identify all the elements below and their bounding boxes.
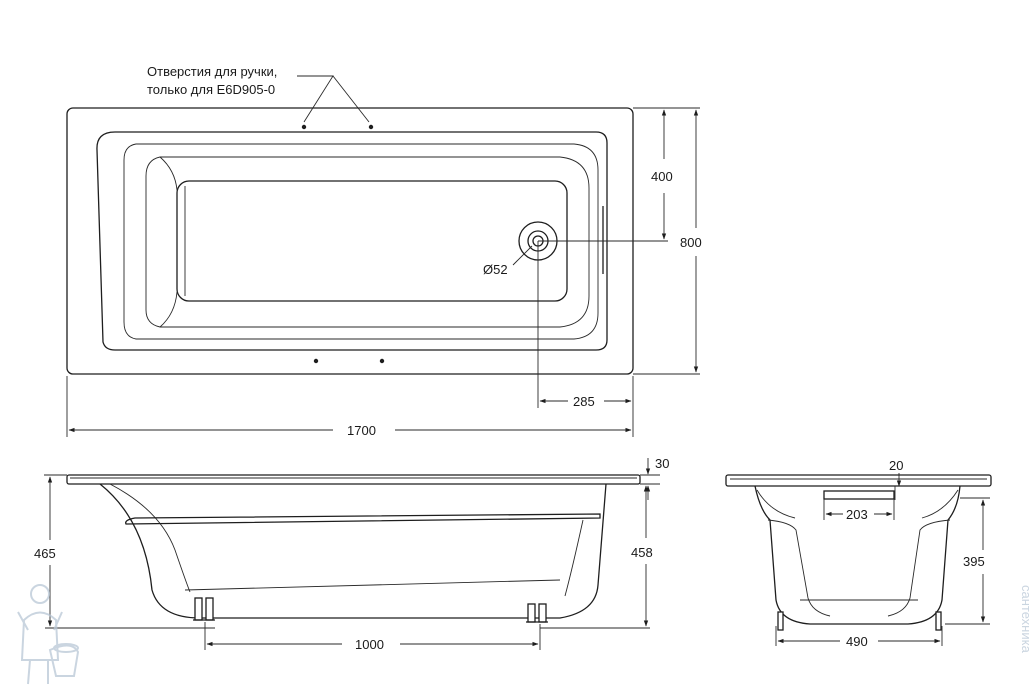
dim-285: 285	[573, 394, 595, 409]
side-view	[45, 474, 650, 629]
handle-hole	[368, 124, 374, 130]
dim-1000: 1000	[355, 637, 384, 652]
top-view-head-curve	[159, 156, 178, 328]
end-view-right-wall	[887, 519, 951, 617]
plumber-logo-icon	[17, 584, 80, 685]
dim-20: 20	[889, 458, 903, 473]
end-view-rim	[725, 474, 992, 487]
dim-490: 490	[846, 634, 868, 649]
end-view-bracket	[823, 490, 895, 500]
end-view-leg-right	[935, 611, 942, 631]
drain-diameter-leader	[512, 245, 533, 266]
end-view-top-curve-right	[921, 489, 959, 519]
end-view-left-wall	[767, 519, 831, 617]
top-view-inner-rim	[96, 131, 608, 351]
watermark: сантехника	[17, 584, 1034, 685]
end-view-dimensions: 20 203 395 490	[775, 458, 990, 649]
handle-hole	[313, 358, 319, 364]
dim-1700: 1700	[347, 423, 376, 438]
end-view-leg-left	[777, 611, 784, 631]
end-view-shell	[754, 485, 961, 625]
end-view	[725, 474, 992, 631]
side-view-foot-end	[564, 519, 584, 597]
top-view: Ø52 Отверстия для ручки, только для E6D9…	[66, 64, 668, 408]
annotation-line-1: Отверстия для ручки,	[147, 64, 277, 79]
dim-400: 400	[651, 169, 673, 184]
top-view-dimensions: 400 800 285 1700	[66, 107, 702, 438]
top-view-head-rest	[145, 156, 590, 328]
side-view-headrest-slope	[109, 483, 191, 593]
dim-465: 465	[34, 546, 56, 561]
dim-395: 395	[963, 554, 985, 569]
dim-30: 30	[655, 456, 669, 471]
annotation-leader	[297, 75, 334, 123]
top-view-armrest-contour	[123, 143, 599, 340]
dim-203: 203	[846, 507, 868, 522]
side-view-dimensions: 465 458 30 1000	[34, 456, 669, 652]
side-view-shell	[99, 483, 607, 619]
annotation-leader	[332, 75, 370, 123]
dim-458: 458	[631, 545, 653, 560]
top-view-basin	[176, 180, 568, 302]
handle-hole	[301, 124, 307, 130]
side-view-inner-ledge	[125, 513, 601, 525]
side-view-leg-right	[526, 603, 548, 623]
annotation-line-2: только для E6D905-0	[147, 82, 275, 97]
side-view-rim	[66, 474, 641, 485]
watermark-text: сантехника	[1019, 585, 1034, 654]
handle-hole	[379, 358, 385, 364]
dim-800: 800	[680, 235, 702, 250]
side-view-bottom-slope	[184, 579, 561, 591]
end-view-top-curve-left	[756, 489, 796, 519]
drain-diameter-label: Ø52	[483, 262, 508, 277]
side-view-leg-left	[193, 597, 215, 621]
